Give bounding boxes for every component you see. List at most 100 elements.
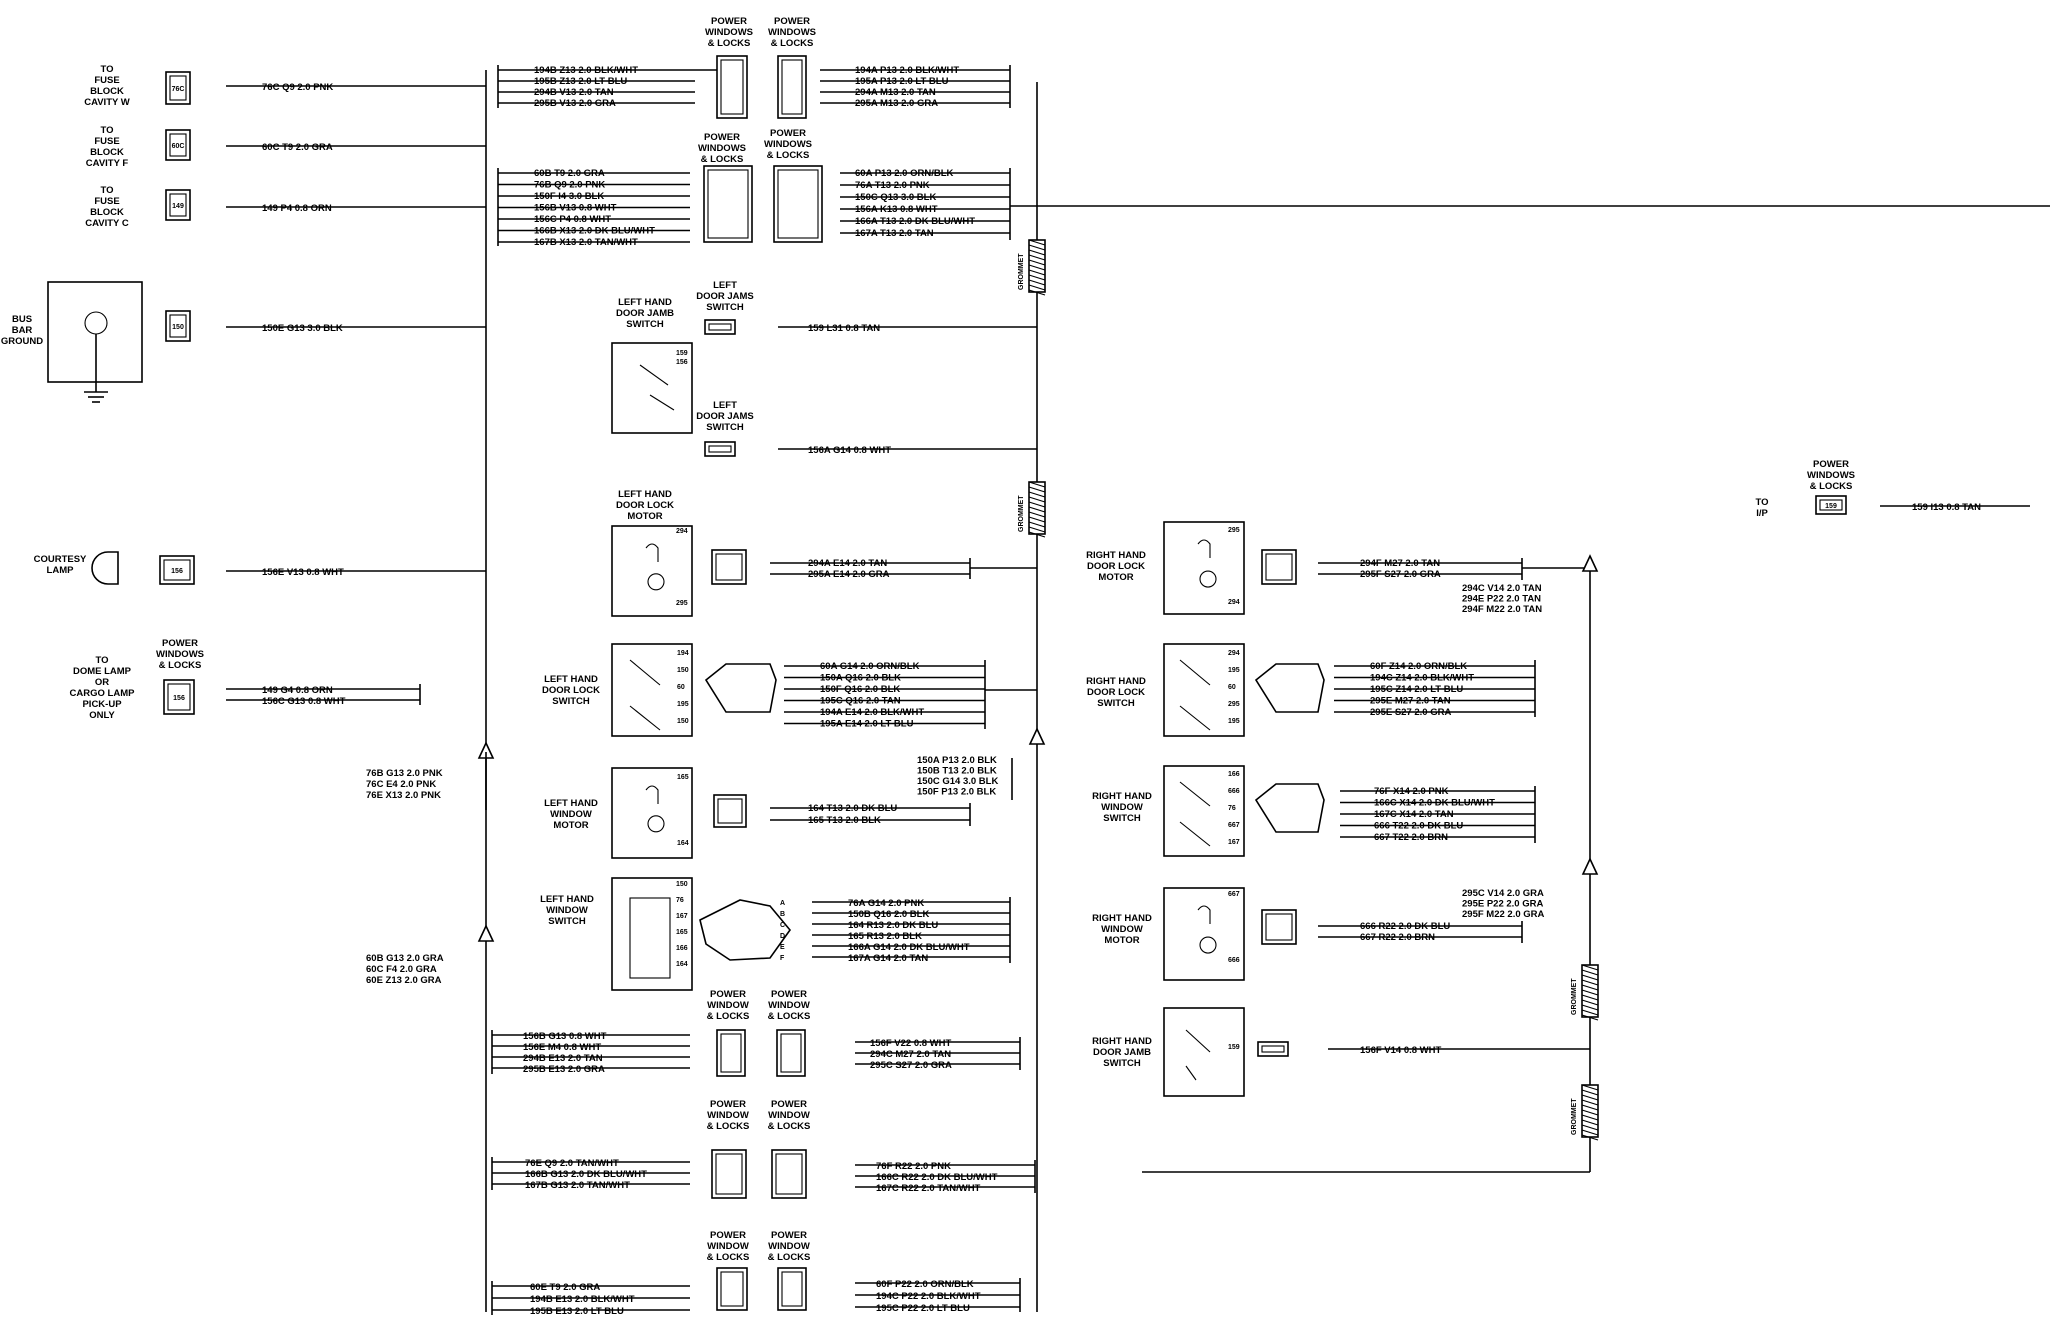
rh-lock-switch-pin: 294 [1228,650,1240,657]
rh-lock-motor-pin: 294 [1228,599,1240,606]
mid3-caption-line: WINDOW [707,1110,749,1121]
center-upper-hatch [1028,239,1046,246]
center-lower-hatch [1028,516,1046,523]
dome-wire-label: 156C G13 0.8 WHT [262,696,346,707]
dome-caption-line: OR [95,677,109,688]
rh-win-motor-wire-label: 666 R22 2.0 DK BLU [1360,921,1450,932]
mid4-connector [771,1149,807,1199]
mid3-caption-line: & LOCKS [707,1121,750,1132]
rh-win-switch-wire-label: 166C X14 2.0 DK BLU/WHT [1374,798,1495,809]
right-lower-hatch [1581,1084,1599,1091]
rh-lock-motor-caption-line: MOTOR [1098,572,1133,583]
rh-win-switch-pin: 667 [1228,822,1240,829]
mid4-caption-line: WINDOW [768,1110,810,1121]
rh-lock-motor-pin: 295 [1228,527,1240,534]
dome-caption-line: ONLY [89,710,115,721]
rh-lock-switch-wire-label: 195C Z14 2.0 LT BLU [1370,684,1463,695]
lh-win-switch-pin: 167 [676,913,688,920]
lh-win-motor-wire-label: 165 T13 2.0 BLK [808,815,881,826]
lh-lock-motor-connector-face [715,553,743,581]
mid2-right-wire-label: 167C R22 2.0 TAN/WHT [876,1183,981,1194]
lh-lock-motor-caption-line: MOTOR [627,511,662,522]
rh-win-switch-caption-line: RIGHT HAND [1092,791,1152,802]
bot-left-wire-label: 194B E13 2.0 BLK/WHT [530,1294,635,1305]
dome-wire-label: 149 G4 0.8 ORN [262,685,333,696]
rh-jamb-switch-box [1163,1007,1245,1097]
top-b-right-wire-label: 60A P13 2.0 ORN/BLK [855,168,954,179]
lh-lock-switch-wire-label: 150A Q16 2.0 BLK [820,673,901,684]
center-lower-hatch [1028,511,1046,518]
l-jams2-connector-face [708,445,732,453]
rh-splice-top-wire-label: 294F M22 2.0 TAN [1462,604,1542,615]
lh-win-switch-wire-label: 165 R13 2.0 BLK [848,931,922,942]
rh-win-switch-pin: 76 [1228,805,1236,812]
l-jams1-connector-face [708,323,732,331]
mid2-caption-line: POWER [771,989,807,1000]
top1-caption-line: & LOCKS [708,38,751,49]
mid2-connector-face [780,1033,802,1073]
splice2-wire-label: 60E Z13 2.0 GRA [366,975,442,986]
lh-win-switch-wire-label: 166A G14 2.0 DK BLU/WHT [848,942,970,953]
rh-lock-switch-wire-label: 295E S27 2.0 GRA [1370,707,1451,718]
bot-left-wire-label: 195B E13 2.0 LT BLU [530,1306,624,1317]
rh-lock-switch-caption-line: DOOR LOCK [1087,687,1145,698]
dome-caption-line: DOME LAMP [73,666,132,677]
ip-connector-face [1819,499,1843,511]
top-b-right-wire-label: 167A T13 2.0 TAN [855,228,934,239]
right-lower-grommet-label: GROMMET [1571,1098,1578,1135]
right-upper-hatch [1581,969,1599,976]
lh-jamb-pin: 159 [676,350,688,357]
lh-win-motor-wire-label: 164 T13 2.0 DK BLU [808,803,897,814]
fuse-f-caption-line: TO [100,125,113,136]
center-lower-hatch [1028,526,1046,533]
center-lower-hatch [1028,531,1046,538]
rh-lock-switch-contact-1 [1179,659,1211,686]
ip-pwl-caption-line: POWER [1813,459,1849,470]
lh-win-motor-connector [713,794,747,828]
rh-win-motor-box [1163,887,1245,981]
right-lower-splice [1581,857,1599,875]
fuse-w-wire-label: 76C Q9 2.0 PNK [262,82,333,93]
bus-connector-id: 150 [172,324,184,331]
mid1-left-wire-label: 294B E13 2.0 TAN [523,1053,603,1064]
bot-right-wire-label: 194C P22 2.0 BLK/WHT [876,1291,981,1302]
top3-caption-line: POWER [704,132,740,143]
right-lower-hatch [1581,1119,1599,1126]
bot2-connector [777,1267,807,1311]
center-lower-hatch [1028,496,1046,503]
dome-caption-line: TO [95,655,108,666]
rh-splice-mid-wire-label: 295F M22 2.0 GRA [1462,909,1545,920]
dome-connector-face [167,683,191,711]
top1-caption-line: WINDOWS [705,27,753,38]
rh-win-motor-arm [1197,905,1211,924]
rh-win-motor-connector-face [1265,913,1293,941]
fuse-f-connector-face [169,133,187,157]
top-a-right-wire-label: 295A M13 2.0 GRA [855,98,938,109]
mid1-right-wire-label: 294C M27 2.0 TAN [870,1049,951,1060]
fuse-w-caption-line: FUSE [94,75,119,86]
right-lower-hatch [1581,1094,1599,1101]
l-jams1-caption-line: LEFT [713,280,737,291]
rh-win-motor-caption-line: MOTOR [1104,935,1139,946]
top-a-left-wire-label: 194B Z13 2.0 BLK/WHT [534,65,638,76]
lh-win-switch-pin: 150 [676,881,688,888]
fuse-w-connector-id: 76C [172,86,185,93]
lh-win-feed-wire-label: 150C G14 3.0 BLK [917,776,998,787]
top-b-left-wire-label: 156B V13 0.8 WHT [534,203,617,214]
courtesy-wire-label: 156E V13 0.8 WHT [262,567,344,578]
rh-win-motor-pin: 666 [1228,957,1240,964]
lh-lock-switch-wire-label: 194A E14 2.0 BLK/WHT [820,707,924,718]
labels: GROMMETGROMMETGROMMETGROMMETTOFUSEBLOCKC… [1,16,1981,1317]
rh-splice-mid-wire-label: 295C V14 2.0 GRA [1462,888,1544,899]
lh-lock-switch-contact-2 [629,705,661,731]
right-lower-hatch [1581,1109,1599,1116]
l-jams2-caption-line: LEFT [713,400,737,411]
dome-pwl-caption-line: & LOCKS [159,660,202,671]
top3-caption-line: & LOCKS [701,154,744,165]
lh-lock-switch-wire-label: 195C Q16 2.0 TAN [820,696,901,707]
mid2-connector [776,1029,806,1077]
ip-pwl-caption-line: & LOCKS [1810,481,1853,492]
lh-jamb-contact-1 [639,364,669,386]
top-b-right-wire-label: 150C Q13 3.0 BLK [855,192,936,203]
right-lower-hatch [1581,1129,1599,1136]
